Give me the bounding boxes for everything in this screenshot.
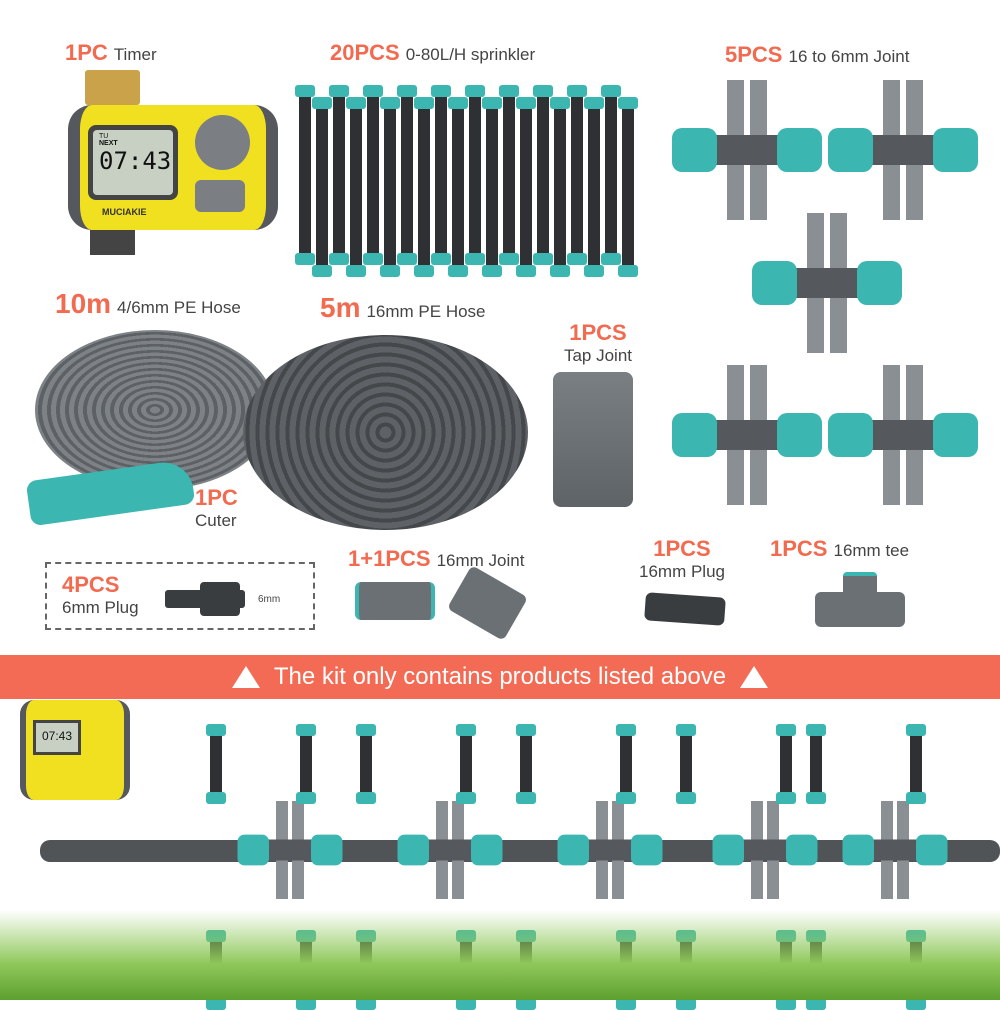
scene-sprinkler — [206, 724, 226, 804]
sprinkler — [499, 85, 519, 265]
display-day: TU — [99, 133, 109, 140]
sprinkler-label: 20PCS 0-80L/H sprinkler — [330, 40, 535, 66]
joint16-straight-image — [355, 582, 435, 620]
hose16-image — [243, 335, 528, 530]
sprinkler — [533, 85, 553, 265]
qty: 1PC — [65, 40, 108, 65]
tee-label: 1PCS 16mm tee — [770, 536, 909, 562]
sprinkler — [380, 97, 400, 277]
scene-joint — [557, 801, 663, 899]
name: Cuter — [195, 511, 237, 530]
notice-banner: The kit only contains products listed ab… — [0, 655, 1000, 699]
hose46-label: 10m 4/6mm PE Hose — [55, 288, 241, 320]
joint6-label: 5PCS 16 to 6mm Joint — [725, 42, 909, 68]
timer-buttons — [195, 180, 245, 212]
scene-joint — [842, 801, 948, 899]
sprinkler — [414, 97, 434, 277]
qty: 10m — [55, 288, 112, 319]
name: 4/6mm PE Hose — [117, 298, 241, 317]
qty: 20PCS — [330, 40, 400, 65]
plug16-image — [644, 592, 726, 626]
warning-triangle-icon — [231, 666, 260, 688]
sprinkler — [550, 97, 570, 277]
scene-joint — [397, 801, 503, 899]
scene-timer-display: 07:43 — [33, 720, 81, 755]
scene-sprinkler — [356, 724, 376, 804]
display-time: 07:43 — [99, 147, 172, 175]
sprinkler — [465, 85, 485, 265]
sprinkler — [516, 97, 536, 277]
name: 0-80L/H sprinkler — [405, 45, 536, 64]
joint6-image — [752, 213, 902, 353]
scene-sprinkler — [616, 724, 636, 804]
name: Tap Joint — [563, 346, 633, 365]
name: 16mm PE Hose — [366, 302, 486, 321]
joint16-label: 1+1PCS 16mm Joint — [348, 546, 524, 572]
tap-joint-image — [553, 372, 633, 507]
scene-sprinkler — [296, 724, 316, 804]
brand-logo: MUCIAKIE — [102, 207, 147, 217]
plug6-box — [45, 562, 315, 630]
scene-joint — [237, 801, 343, 899]
sprinkler — [312, 97, 332, 277]
sprinkler — [431, 85, 451, 265]
qty: 5m — [320, 292, 361, 323]
joint6-image — [672, 80, 822, 220]
name: Timer — [113, 45, 157, 64]
sprinkler — [329, 85, 349, 265]
plug6-dimension: 6mm — [258, 594, 281, 605]
scene-sprinkler — [906, 724, 926, 804]
display-next: NEXT — [99, 140, 118, 147]
name: 16mm Joint — [436, 551, 525, 570]
timer-image: TU NEXT 07:43 MUCIAKIE — [60, 70, 285, 260]
cutter-image — [25, 458, 196, 527]
qty: 5PCS — [725, 42, 783, 67]
joint6-image — [672, 365, 822, 505]
sprinkler — [584, 97, 604, 277]
sprinkler — [601, 85, 621, 265]
qty: 4PCS — [62, 572, 120, 597]
name: 16 to 6mm Joint — [788, 47, 910, 66]
name: 16mm tee — [833, 541, 910, 560]
scene-sprinkler — [806, 724, 826, 804]
sprinkler — [363, 85, 383, 265]
qty: 1PCS — [770, 536, 828, 561]
hose16-label: 5m 16mm PE Hose — [320, 292, 486, 324]
sprinklers-image — [295, 85, 645, 280]
banner-text: The kit only contains products listed ab… — [273, 663, 727, 690]
scene-joint — [712, 801, 818, 899]
timer-dial — [195, 115, 250, 170]
scene-sprinkler — [516, 724, 536, 804]
sprinkler — [567, 85, 587, 265]
scene-sprinkler — [776, 724, 796, 804]
scene-sprinkler — [676, 724, 696, 804]
sprinkler — [482, 97, 502, 277]
qty: 1PCS — [653, 536, 711, 561]
sprinkler — [448, 97, 468, 277]
qty: 1PC — [195, 485, 238, 510]
qty: 1PCS — [569, 320, 627, 345]
joint6-image — [828, 365, 978, 505]
sprinkler — [295, 85, 315, 265]
qty: 1+1PCS — [348, 546, 431, 571]
name: 16mm Plug — [639, 562, 725, 581]
timer-label: 1PC Timer — [65, 40, 157, 66]
joint6-image — [828, 80, 978, 220]
sprinkler — [397, 85, 417, 265]
installation-scene: 07:43 — [0, 700, 1000, 1010]
scene-sprinkler — [456, 724, 476, 804]
name: 6mm Plug — [62, 598, 139, 617]
sprinkler — [618, 97, 638, 277]
sprinkler — [346, 97, 366, 277]
warning-triangle-icon — [740, 666, 769, 688]
joint16-elbow-image — [446, 565, 529, 641]
